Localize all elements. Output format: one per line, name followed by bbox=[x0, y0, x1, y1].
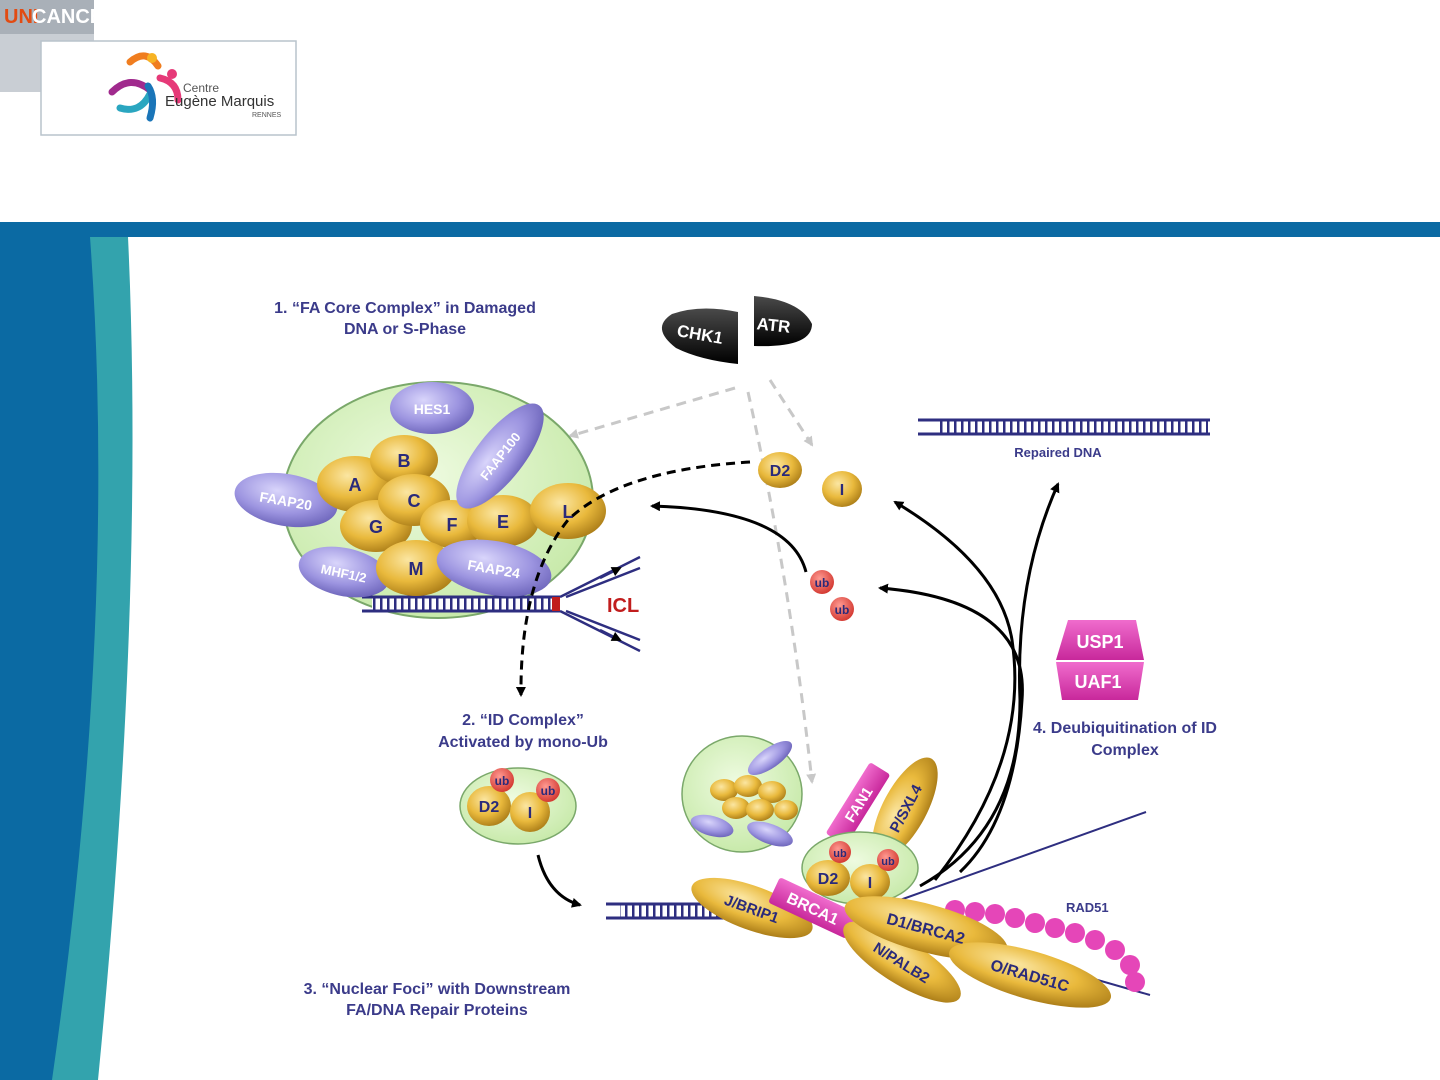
free-i: I bbox=[822, 471, 862, 507]
logo-line2: Eugène Marquis bbox=[165, 93, 274, 110]
svg-text:USP1: USP1 bbox=[1076, 632, 1123, 652]
slide-decor bbox=[0, 222, 1440, 1080]
protein-l: L bbox=[530, 483, 606, 539]
psxl4-protein: P/SXL4 bbox=[872, 757, 938, 859]
svg-text:I: I bbox=[840, 482, 844, 499]
centre-eugene-marquis-logo: Centre Eugène Marquis RENNES bbox=[40, 40, 297, 136]
svg-text:ub: ub bbox=[833, 848, 847, 860]
free-ub-2: ub bbox=[830, 597, 854, 621]
svg-text:Activated by mono-Ub: Activated by mono-Ub bbox=[438, 734, 608, 751]
svg-text:C: C bbox=[408, 491, 421, 511]
protein-b: B bbox=[370, 435, 438, 485]
nuclear-foci: FAN1 P/SXL4 D2 I ub ub bbox=[606, 735, 1151, 1008]
atr-label: ATR bbox=[756, 314, 791, 336]
mini-core-complex bbox=[681, 735, 803, 853]
hes1-protein: HES1 bbox=[390, 382, 474, 434]
step4-label: 4. Deubiquitination of ID Complex bbox=[1033, 720, 1217, 759]
protein-f: F bbox=[420, 500, 484, 548]
svg-text:D2: D2 bbox=[818, 871, 839, 888]
damaged-dna: ICL bbox=[362, 555, 641, 653]
step2-label: 2. “ID Complex” Activated by mono-Ub bbox=[438, 712, 608, 751]
fa-core-complex: ICL HES1 FAAP20 A B G C F bbox=[234, 381, 641, 653]
id-complex-monoub: D2 I ub ub bbox=[459, 767, 577, 845]
free-d2: D2 bbox=[758, 452, 802, 488]
svg-text:Complex: Complex bbox=[1091, 742, 1159, 759]
step3-label: 3. “Nuclear Foci” with Downstream FA/DNA… bbox=[304, 981, 571, 1019]
svg-text:M: M bbox=[409, 559, 424, 579]
svg-text:ub: ub bbox=[835, 603, 850, 617]
free-ub-1: ub bbox=[810, 570, 834, 594]
svg-text:A: A bbox=[349, 475, 362, 495]
svg-text:HES1: HES1 bbox=[414, 401, 451, 417]
svg-text:L: L bbox=[563, 502, 574, 522]
svg-text:F: F bbox=[447, 515, 458, 535]
orad51c-protein: O/RAD51C bbox=[948, 942, 1112, 1008]
bound-id-complex: D2 I ub ub bbox=[801, 831, 919, 905]
pathway-arrows bbox=[515, 460, 1060, 908]
svg-text:3. “Nuclear Foci” with Downstr: 3. “Nuclear Foci” with Downstream bbox=[304, 981, 571, 998]
svg-text:UAF1: UAF1 bbox=[1074, 672, 1121, 692]
kinase-signal-arrows bbox=[568, 379, 817, 784]
svg-text:B: B bbox=[398, 451, 411, 471]
svg-text:E: E bbox=[497, 512, 509, 532]
svg-text:D2: D2 bbox=[770, 463, 791, 480]
svg-text:G: G bbox=[369, 517, 383, 537]
svg-text:FA/DNA Repair Proteins: FA/DNA Repair Proteins bbox=[346, 1002, 528, 1019]
brand-uni: UNI bbox=[4, 6, 38, 28]
svg-text:ub: ub bbox=[495, 774, 510, 788]
mhf12-protein: MHF1/2 bbox=[298, 546, 390, 598]
repaired-dna-label: Repaired DNA bbox=[1014, 445, 1102, 460]
faap20-protein: FAAP20 bbox=[234, 472, 338, 528]
icl-label: ICL bbox=[607, 595, 639, 617]
svg-text:2. “ID Complex”: 2. “ID Complex” bbox=[462, 712, 584, 729]
svg-text:ub: ub bbox=[815, 576, 830, 590]
protein-m: M bbox=[376, 540, 456, 596]
svg-text:ub: ub bbox=[541, 784, 556, 798]
logo-line3: RENNES bbox=[252, 112, 282, 119]
centre-logo-figure-icon bbox=[108, 52, 182, 122]
svg-text:D2: D2 bbox=[479, 799, 500, 816]
uaf1-protein: UAF1 bbox=[1056, 662, 1144, 700]
chk1-kinase: CHK1 bbox=[661, 308, 738, 364]
faap24-protein: FAAP24 bbox=[436, 539, 552, 597]
repaired-dna: Repaired DNA bbox=[918, 418, 1210, 460]
svg-text:I: I bbox=[868, 875, 872, 892]
svg-text:ub: ub bbox=[881, 856, 895, 868]
faap100-protein: FAAP100 bbox=[456, 403, 544, 509]
protein-e: E bbox=[467, 495, 539, 547]
svg-text:4. Deubiquitination of ID: 4. Deubiquitination of ID bbox=[1033, 720, 1217, 737]
logo-line1: Centre bbox=[183, 81, 219, 95]
brca1-protein: BRCA1 bbox=[769, 878, 857, 938]
svg-text:I: I bbox=[528, 805, 532, 822]
rad51-label: RAD51 bbox=[1066, 900, 1109, 915]
atr-kinase: ATR bbox=[754, 296, 812, 347]
brand-cancer: CANCER bbox=[32, 6, 118, 28]
jbrip1-protein: J/BRIP1 bbox=[691, 877, 813, 939]
usp1-protein: USP1 bbox=[1056, 620, 1144, 660]
step1-label: 1. “FA Core Complex” in Damaged DNA or S… bbox=[274, 300, 536, 338]
svg-text:DNA or S-Phase: DNA or S-Phase bbox=[344, 321, 466, 338]
svg-text:1. “FA Core Complex” in Damage: 1. “FA Core Complex” in Damaged bbox=[274, 300, 536, 317]
